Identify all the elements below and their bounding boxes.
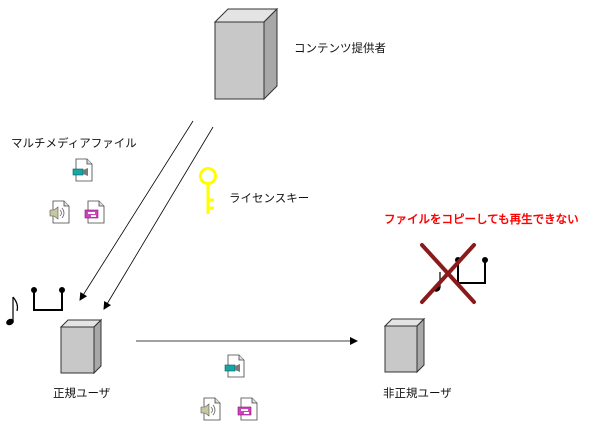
warning-label: ファイルをコピーしても再生できない <box>384 212 579 226</box>
image-file-icon <box>238 398 257 420</box>
video-file-icon <box>225 355 244 377</box>
copied-files-group <box>201 355 257 420</box>
distribution-arrow-key <box>103 126 214 310</box>
multimedia-files-group <box>50 159 104 223</box>
music-note-icon <box>6 287 65 326</box>
provider-label: コンテンツ提供者 <box>294 41 386 55</box>
illegit-user-label: 非正規ユーザ <box>383 386 452 400</box>
illegit-user-server-icon <box>383 317 426 374</box>
provider-server-icon <box>213 7 279 101</box>
video-file-icon <box>73 159 92 181</box>
distribution-arrow-files <box>79 120 194 301</box>
audio-file-icon <box>50 201 69 223</box>
audio-file-icon <box>201 398 220 420</box>
prohibited-cross-icon <box>420 243 476 304</box>
legit-user-server-icon <box>59 318 103 375</box>
multimedia-files-label: マルチメディアファイル <box>11 136 137 150</box>
image-file-icon <box>85 201 104 223</box>
legit-user-label: 正規ユーザ <box>53 386 111 400</box>
key-icon <box>199 167 217 214</box>
license-key-label: ライセンスキー <box>229 191 310 205</box>
